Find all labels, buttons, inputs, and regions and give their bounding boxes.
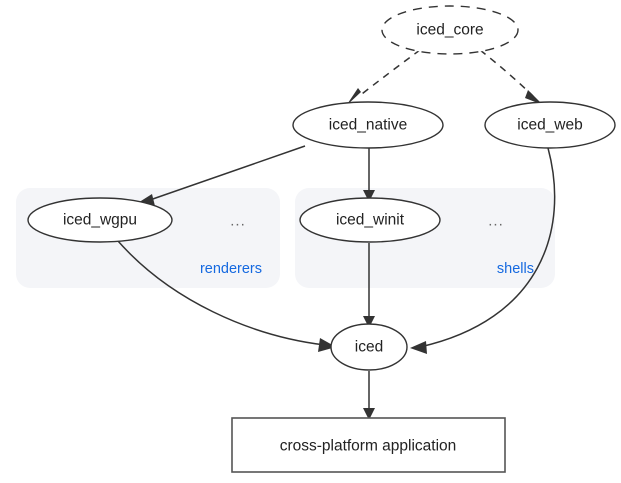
arrowhead-iced-core-to-iced-native	[346, 88, 361, 106]
arrowhead-iced-winit-to-iced	[363, 316, 375, 328]
node-iced-wgpu[interactable]: iced_wgpu	[27, 197, 173, 243]
node-iced-native-shape[interactable]	[292, 101, 444, 149]
node-iced-web-shape[interactable]	[484, 101, 616, 149]
node-iced-web[interactable]: iced_web	[484, 101, 616, 149]
edge-iced-winit-to-iced	[363, 243, 375, 328]
edge-iced-native-to-iced-winit	[363, 148, 375, 202]
node-iced[interactable]: iced	[330, 323, 408, 371]
edge-iced-web-to-iced	[410, 147, 556, 354]
edge-iced-core-to-iced-web	[479, 49, 543, 105]
arrowhead-iced-native-to-iced-winit	[363, 190, 375, 202]
edge-iced-core-to-iced-native	[346, 49, 421, 106]
edge-iced-to-application	[363, 371, 375, 420]
node-cross-platform-application[interactable]: cross-platform application	[231, 417, 506, 473]
arrowhead-iced-wgpu-to-iced	[318, 338, 336, 352]
node-iced-wgpu-shape[interactable]	[27, 197, 173, 243]
node-iced-winit-shape[interactable]	[299, 197, 441, 243]
arrowhead-iced-to-application	[363, 408, 375, 420]
node-iced-shape[interactable]	[330, 323, 408, 371]
node-cross-platform-application-shape[interactable]	[231, 417, 506, 473]
arrowhead-iced-web-to-iced	[410, 341, 427, 354]
node-iced-core[interactable]: iced_core	[381, 5, 519, 55]
node-iced-native[interactable]: iced_native	[292, 101, 444, 149]
node-iced-core-shape[interactable]	[381, 5, 519, 55]
arrowhead-iced-core-to-iced-web	[525, 90, 543, 105]
edge-iced-wgpu-to-iced	[117, 240, 336, 352]
node-iced-winit[interactable]: iced_winit	[299, 197, 441, 243]
